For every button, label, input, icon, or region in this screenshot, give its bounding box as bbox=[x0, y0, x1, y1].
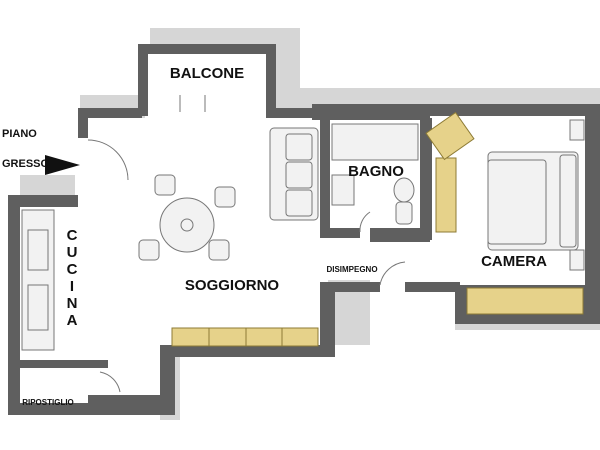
label-camera: CAMERA bbox=[481, 253, 547, 270]
label-balcone: BALCONE bbox=[170, 65, 244, 82]
label-piano: PIANO bbox=[2, 128, 37, 140]
cucina-letter: U bbox=[67, 244, 78, 261]
walls bbox=[8, 44, 600, 415]
sofa bbox=[269, 127, 319, 221]
bed bbox=[487, 119, 585, 271]
cucina-letter: I bbox=[70, 278, 74, 295]
cucina-letter: N bbox=[67, 295, 78, 312]
bathroom-fixtures bbox=[331, 123, 419, 225]
label-cucina: C U C I N A bbox=[67, 227, 78, 329]
label-disimpegno: DISIMPEGNO bbox=[326, 265, 377, 274]
entrance-arrow-icon bbox=[45, 155, 80, 175]
cucina-letter: A bbox=[67, 312, 78, 329]
cucina-letter: C bbox=[67, 261, 78, 278]
label-soggiorno: SOGGIORNO bbox=[185, 277, 280, 294]
label-ingresso: GRESSO bbox=[2, 158, 50, 170]
cabinets bbox=[171, 111, 584, 347]
cucina-letter: C bbox=[67, 227, 78, 244]
doors bbox=[87, 95, 406, 393]
label-bagno: BAGNO bbox=[348, 163, 404, 180]
label-ripostiglio: RIPOSTIGLIO bbox=[22, 398, 74, 407]
kitchen-counter bbox=[21, 209, 55, 351]
dining-set bbox=[138, 174, 236, 261]
